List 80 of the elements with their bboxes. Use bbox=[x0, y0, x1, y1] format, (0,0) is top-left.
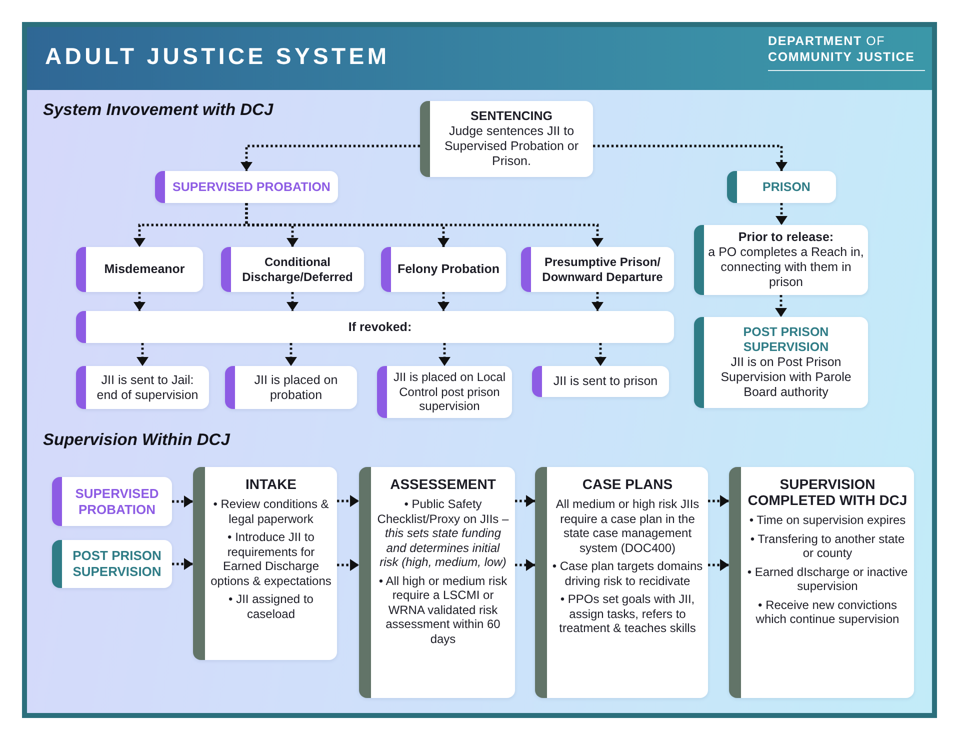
process-box bbox=[76, 366, 209, 409]
process-box bbox=[225, 366, 357, 409]
box-heading: Prior to release: bbox=[738, 230, 834, 245]
box-heading: POST PRISON SUPERVISION bbox=[742, 325, 830, 355]
process-box bbox=[729, 467, 914, 698]
arrow bbox=[438, 292, 450, 311]
box-text: • Earned dIscharge or inactive supervision bbox=[746, 564, 909, 594]
box-text: All medium or high risk JIIs require a case plan in the state case management system (DOC400) bbox=[554, 497, 700, 555]
process-box bbox=[727, 171, 836, 203]
arrow bbox=[594, 343, 606, 366]
box-heading: CASE PLANS bbox=[582, 476, 673, 492]
box-text: • All high or medium risk require a LSCMI or WRNA validated risk assessment within 60 days bbox=[378, 574, 508, 646]
process-box bbox=[52, 540, 172, 588]
process-box bbox=[193, 467, 337, 660]
arrow bbox=[240, 144, 420, 171]
process-box bbox=[694, 225, 868, 295]
arrow bbox=[592, 292, 604, 311]
box-label: JII is placed on Local Control post prison supervision bbox=[392, 370, 507, 414]
arrow bbox=[285, 343, 297, 366]
box-heading: ASSESSEMENT bbox=[390, 476, 496, 492]
arrow bbox=[515, 559, 535, 571]
arrow bbox=[515, 495, 535, 507]
arrow bbox=[776, 203, 788, 225]
process-box bbox=[221, 247, 364, 292]
arrow bbox=[134, 292, 146, 311]
box-text: Judge sentences JII to Supervised Probation or Prison. bbox=[443, 124, 580, 169]
box-text: • Introduce JII to requirements for Earned Discharge options & expectations bbox=[210, 530, 332, 588]
box-label: JII is sent to prison bbox=[553, 374, 658, 389]
process-box bbox=[381, 247, 506, 292]
arrow bbox=[337, 559, 359, 571]
process-box bbox=[521, 247, 674, 292]
box-text: • Receive new convictions which continue supervision bbox=[754, 598, 900, 626]
arrow bbox=[708, 559, 729, 571]
process-box bbox=[535, 467, 708, 698]
box-label: Conditional Discharge/Deferred bbox=[241, 255, 354, 284]
process-box bbox=[377, 366, 512, 418]
box-label: If revoked: bbox=[348, 320, 412, 334]
box-label: Felony Probation bbox=[397, 262, 500, 277]
box-label: JII is sent to Jail: end of supervision bbox=[96, 372, 200, 402]
section-heading: Supervision Within DCJ bbox=[43, 430, 230, 450]
box-heading: SENTENCING bbox=[470, 109, 552, 124]
process-box bbox=[52, 477, 172, 526]
box-text: • Review conditions & legal paperwork bbox=[212, 497, 330, 526]
department-name: DEPARTMENT OF COMMUNITY JUSTICE bbox=[768, 33, 916, 65]
arrow bbox=[245, 203, 604, 247]
box-text: • PPOs set goals with JII, assign tasks, refers to treatment & teaches skills bbox=[558, 592, 697, 636]
box-label: SUPERVISED PROBATION bbox=[172, 180, 330, 194]
arrow bbox=[708, 495, 729, 507]
process-box bbox=[76, 311, 674, 343]
box-label: JII is placed on probation bbox=[253, 372, 339, 402]
process-box bbox=[420, 101, 593, 177]
arrow bbox=[593, 144, 788, 171]
arrow bbox=[775, 295, 787, 317]
section-heading: System Invovement with DCJ bbox=[43, 100, 274, 120]
arrow bbox=[337, 495, 359, 507]
box-text: • Public Safety Checklist/Proxy on JIIs – this sets state funding and determines initial risk (high, medium, low) bbox=[376, 497, 510, 570]
box-text: • Time on supervision expires bbox=[749, 513, 906, 528]
box-label: PRISON bbox=[762, 180, 810, 194]
box-text: a PO completes a Reach in, connecting with them in prison bbox=[708, 245, 864, 290]
box-label: Presumptive Prison/ Downward Departure bbox=[541, 255, 664, 284]
box-text: • JII assigned to caseload bbox=[228, 592, 314, 621]
box-text: • Case plan targets domains driving risk to recidivate bbox=[552, 559, 703, 588]
process-box bbox=[76, 247, 203, 292]
process-box bbox=[359, 467, 515, 698]
box-heading: INTAKE bbox=[245, 476, 297, 492]
arrow bbox=[438, 343, 450, 366]
arrow bbox=[172, 496, 193, 508]
process-box bbox=[155, 171, 338, 203]
process-box bbox=[532, 366, 669, 397]
arrow bbox=[136, 343, 148, 366]
box-label: POST PRISON SUPERVISION bbox=[72, 548, 162, 580]
box-heading: SUPERVISION COMPLETED WITH DCJ bbox=[746, 476, 908, 508]
box-text: • Transfering to another state or county bbox=[749, 532, 906, 560]
box-text: JII is on Post Prison Supervision with Parole Board authority bbox=[720, 355, 852, 400]
arrow bbox=[286, 292, 298, 311]
box-label: Misdemeanor bbox=[104, 262, 185, 277]
arrow bbox=[172, 558, 193, 570]
box-label: SUPERVISED PROBATION bbox=[74, 486, 160, 518]
process-box bbox=[694, 317, 868, 408]
title: ADULT JUSTICE SYSTEM bbox=[45, 43, 390, 69]
